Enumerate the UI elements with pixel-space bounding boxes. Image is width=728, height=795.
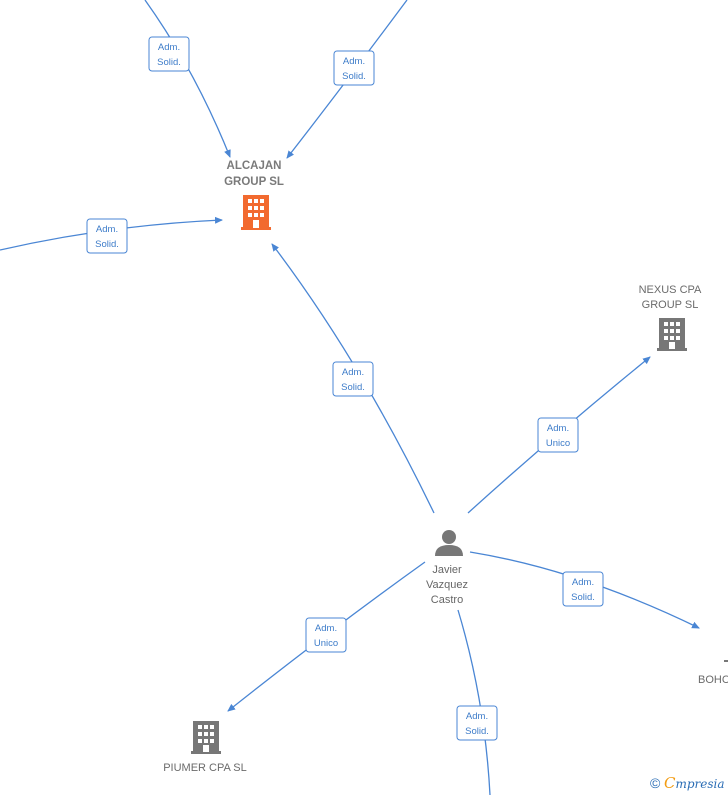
edge-label: Adm. Solid. <box>148 36 190 72</box>
svg-text:Solid.: Solid. <box>465 726 489 737</box>
building-icon <box>724 660 728 662</box>
svg-text:Adm.: Adm. <box>315 623 337 634</box>
brand-initial: C <box>663 774 676 792</box>
edge-label: Adm. Solid. <box>333 50 375 86</box>
building-icon <box>241 195 271 230</box>
node-piumer-cpa[interactable]: PIUMER CPA SL <box>163 721 247 774</box>
node-label: PIUMER CPA SL <box>163 762 247 774</box>
svg-text:Solid.: Solid. <box>341 382 365 393</box>
svg-text:Solid.: Solid. <box>95 239 119 250</box>
node-label: NEXUS CPA <box>639 284 702 296</box>
svg-text:Unico: Unico <box>546 438 570 449</box>
person-icon <box>435 530 463 556</box>
building-icon <box>657 318 687 351</box>
edge-label: Adm. Solid. <box>332 361 374 397</box>
node-label: BOHC <box>698 674 728 686</box>
node-alcajan-group[interactable]: ALCAJAN GROUP SL <box>224 160 284 230</box>
edge-top-left-to-alcajan[interactable] <box>144 0 231 158</box>
svg-text:Adm.: Adm. <box>547 423 569 434</box>
svg-text:Adm.: Adm. <box>343 56 365 67</box>
svg-text:Solid.: Solid. <box>571 592 595 603</box>
node-label: GROUP SL <box>224 176 284 188</box>
svg-text:Solid.: Solid. <box>157 57 181 68</box>
svg-text:Adm.: Adm. <box>158 42 180 53</box>
edge-label: Adm. Solid. <box>86 218 128 254</box>
node-label: GROUP SL <box>642 299 699 311</box>
node-nexus-cpa-group[interactable]: NEXUS CPA GROUP SL <box>639 284 702 351</box>
node-label: Castro <box>431 594 463 606</box>
svg-text:Adm.: Adm. <box>342 367 364 378</box>
node-label: ALCAJAN <box>227 160 282 172</box>
node-javier-vazquez-castro[interactable]: Javier Vazquez Castro <box>426 530 468 606</box>
empresia-watermark: © Cmpresia <box>650 774 725 792</box>
svg-text:Unico: Unico <box>314 638 338 649</box>
building-icon <box>191 721 221 754</box>
svg-text:Adm.: Adm. <box>572 577 594 588</box>
node-label: Vazquez <box>426 579 468 591</box>
node-label: Javier <box>432 564 462 576</box>
edge-label: Adm. Solid. <box>562 571 604 607</box>
svg-text:Adm.: Adm. <box>466 711 488 722</box>
edge-javier-to-bottom[interactable] <box>457 609 491 795</box>
node-boho[interactable]: BOHC <box>698 660 728 686</box>
edge-label: Adm. Solid. <box>456 705 498 741</box>
edge-label: Adm. Unico <box>537 417 579 453</box>
brand-name: mpresia <box>675 777 725 791</box>
copyright-icon: © <box>650 775 661 791</box>
svg-text:Adm.: Adm. <box>96 224 118 235</box>
edge-label: Adm. Unico <box>305 617 347 653</box>
svg-text:Solid.: Solid. <box>342 71 366 82</box>
